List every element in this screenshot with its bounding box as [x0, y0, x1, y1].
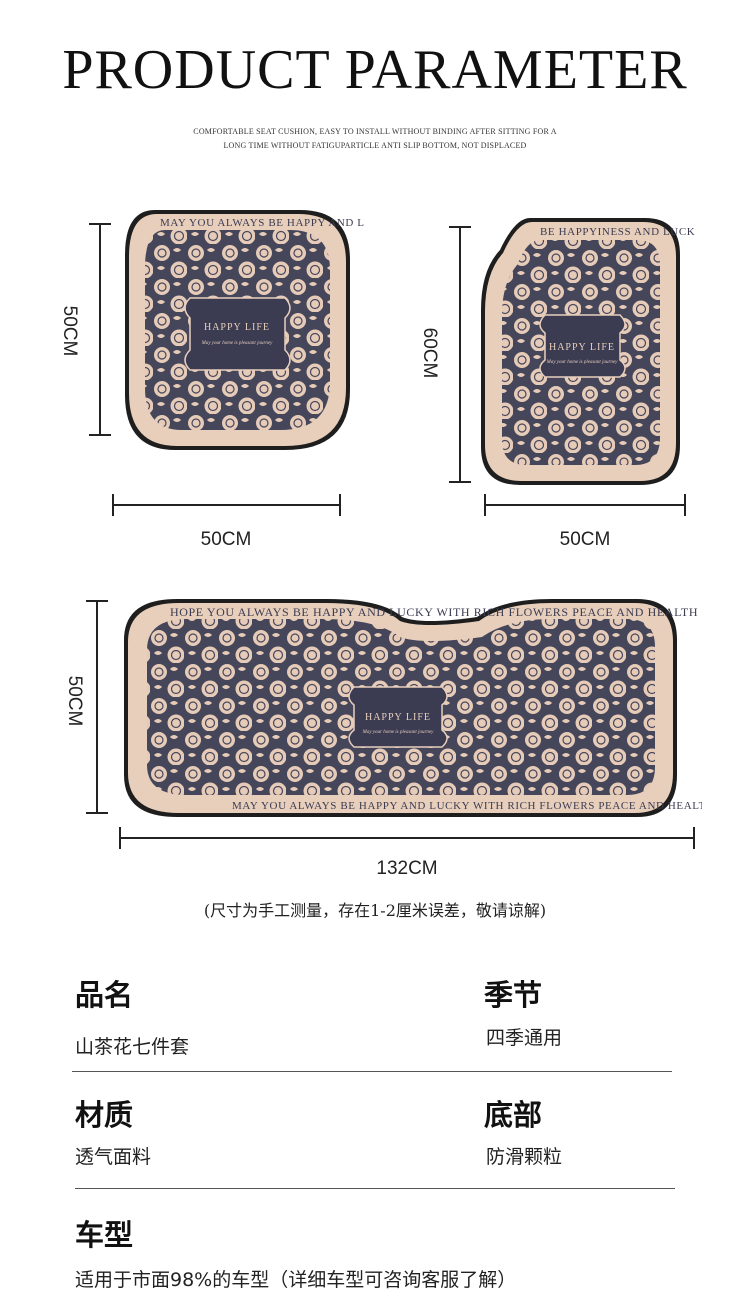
seat-badge-text: HAPPY LIFE	[549, 342, 615, 353]
spec-divider-2	[75, 1188, 675, 1189]
spec-value-material: 透气面料	[75, 1146, 152, 1168]
seat-width-label: 50CM	[559, 529, 611, 550]
spec-label-material: 材质	[75, 1098, 134, 1132]
rear-badge-small: May your home is pleasant journey	[362, 730, 434, 735]
rear-border-text-top: HOPE YOU ALWAYS BE HAPPY AND LUCKY WITH …	[170, 605, 698, 619]
spec-divider-1	[72, 1071, 672, 1072]
measurement-note: (尺寸为手工测量，存在1-2厘米误差，敬请谅解)	[203, 901, 547, 920]
back-border-text: MAY YOU ALWAYS BE HAPPY AND LUCKY WITH R…	[160, 217, 365, 229]
rear-cushion-figure: HAPPY LIFE May your home is pleasant jou…	[86, 599, 702, 849]
spec-value-season: 四季通用	[486, 1027, 563, 1049]
back-cushion-figure: HAPPY LIFE May your home is pleasant jou…	[89, 210, 365, 516]
page-title: PRODUCT PARAMETER	[62, 39, 688, 101]
spec-label-name: 品名	[75, 978, 134, 1012]
subtitle-line-1: COMFORTABLE SEAT CUSHION, EASY TO INSTAL…	[193, 127, 557, 136]
spec-value-model: 适用于市面98%的车型（详细车型可咨询客服了解）	[75, 1269, 517, 1291]
subtitle-line-2: LONG TIME WITHOUT FATIGUPARTICLE ANTI SL…	[223, 141, 527, 150]
rear-width-label: 132CM	[376, 858, 438, 879]
spec-value-bottom: 防滑颗粒	[486, 1146, 563, 1168]
back-height-label: 50CM	[59, 305, 80, 357]
seat-height-label: 60CM	[419, 327, 440, 379]
back-badge-small: May your home is pleasant journey	[201, 341, 273, 346]
spec-label-bottom: 底部	[484, 1098, 543, 1132]
spec-label-model: 车型	[75, 1218, 134, 1252]
back-badge-text: HAPPY LIFE	[204, 322, 270, 333]
spec-value-name: 山茶花七件套	[75, 1036, 190, 1058]
seat-badge-small: May your home is pleasant journey	[546, 360, 618, 365]
rear-border-text-bottom: MAY YOU ALWAYS BE HAPPY AND LUCKY WITH R…	[232, 800, 702, 812]
back-width-label: 50CM	[200, 529, 252, 550]
spec-label-season: 季节	[484, 978, 543, 1012]
seat-cushion-figure: HAPPY LIFE May your home is pleasant jou…	[449, 218, 695, 516]
seat-border-text: BE HAPPYINESS AND LUCK WITH RICH FLOWERS	[540, 226, 695, 238]
rear-badge-text: HAPPY LIFE	[365, 712, 431, 723]
rear-height-label: 50CM	[64, 675, 85, 727]
